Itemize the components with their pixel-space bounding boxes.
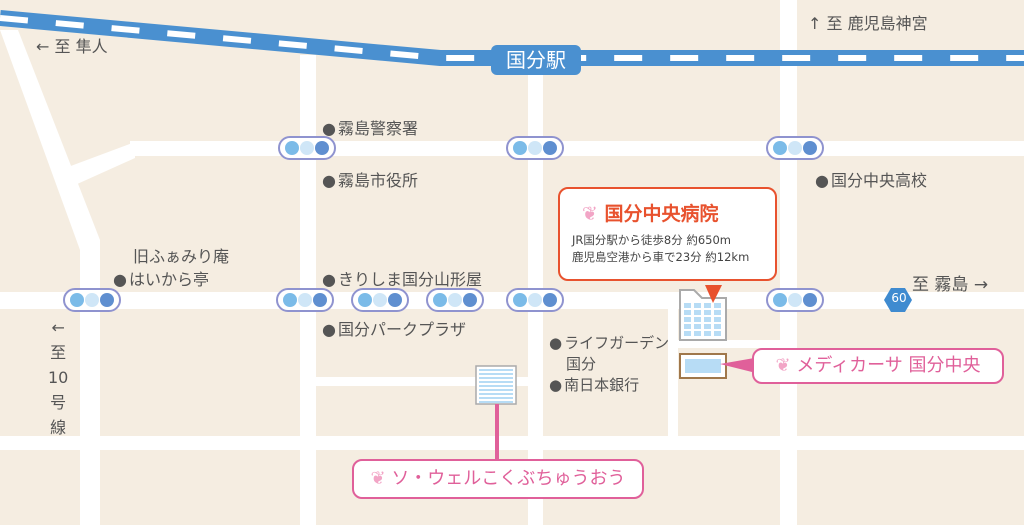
hospital-name-text: 国分中央病院: [604, 203, 719, 225]
direction-text: 号: [50, 393, 67, 412]
access-by-car: 鹿児島空港から車で23分 約12km: [572, 250, 750, 264]
traffic-light-icon: [506, 136, 564, 160]
medicasa-callout: ❦ メディカーサ 国分中央: [752, 348, 1004, 384]
direction-hayato: ← 至 隼人: [36, 33, 108, 57]
landmark-high-school: 国分中央高校: [815, 167, 927, 191]
route-60-badge-shape: [884, 288, 912, 312]
direction-text: 線: [50, 418, 67, 437]
flower-logo-icon: ❦: [370, 468, 386, 489]
traffic-light-icon: [63, 288, 121, 312]
station-label: 国分駅: [491, 45, 581, 75]
landmark-haikara: はいから亭: [113, 266, 209, 290]
arrow-left-icon: ←: [36, 37, 50, 56]
flower-logo-icon: ❦: [582, 203, 598, 225]
direction-text: 至 隼人: [54, 37, 108, 56]
arrow-left-icon: ←: [51, 318, 65, 337]
landmark-life-garden-2: 国分: [566, 355, 597, 373]
landmark-yamagataya: きりしま国分山形屋: [322, 266, 482, 290]
landmark-police: 霧島警察署: [322, 115, 418, 139]
sowell-building-icon: [475, 365, 517, 464]
medicasa-building-icon: [679, 353, 760, 379]
direction-text: 至: [50, 343, 67, 362]
traffic-light-icon: [351, 288, 409, 312]
hospital-building-icon: [679, 285, 727, 341]
traffic-light-icon: [278, 136, 336, 160]
landmark-bank: 南日本銀行: [549, 374, 639, 395]
traffic-light-icon: [426, 288, 484, 312]
sowell-name: ソ・ウェルこくぶちゅうおう: [391, 468, 626, 489]
sowell-callout: ❦ ソ・ウェルこくぶちゅうおう: [352, 459, 644, 499]
traffic-light-icon: [766, 136, 824, 160]
railway: [0, 10, 1024, 66]
landmark-city-hall: 霧島市役所: [322, 167, 418, 191]
traffic-light-icon: [506, 288, 564, 312]
landmark-life-garden: ライフガーデン: [549, 332, 669, 353]
flower-logo-icon: ❦: [775, 355, 791, 376]
direction-kagoshima-jingu: ↑ 至 鹿児島神宮: [808, 10, 928, 34]
direction-text: 10: [48, 368, 69, 387]
direction-text: 至 霧島: [912, 275, 969, 295]
arrow-up-icon: ↑: [808, 14, 822, 33]
access-by-train: JR国分駅から徒歩8分 約650m: [572, 233, 732, 247]
direction-text: 至 鹿児島神宮: [826, 14, 928, 33]
direction-route10: ← 至 10 号 線: [48, 315, 68, 440]
landmark-haikara-former: 旧ふぁみり庵: [133, 247, 230, 266]
arrow-right-icon: →: [973, 275, 989, 295]
direction-kirishima: 至 霧島 →: [912, 270, 988, 295]
traffic-light-icon: [766, 288, 824, 312]
hospital-callout: ❦ 国分中央病院 JR国分駅から徒歩8分 約650m 鹿児島空港から車で23分 …: [558, 187, 777, 281]
landmark-park-plaza: 国分パークプラザ: [322, 316, 466, 340]
medicasa-name: メディカーサ 国分中央: [796, 355, 981, 376]
traffic-light-icon: [276, 288, 334, 312]
hospital-name: ❦ 国分中央病院: [582, 199, 775, 226]
route-60-badge: 60: [891, 291, 907, 305]
